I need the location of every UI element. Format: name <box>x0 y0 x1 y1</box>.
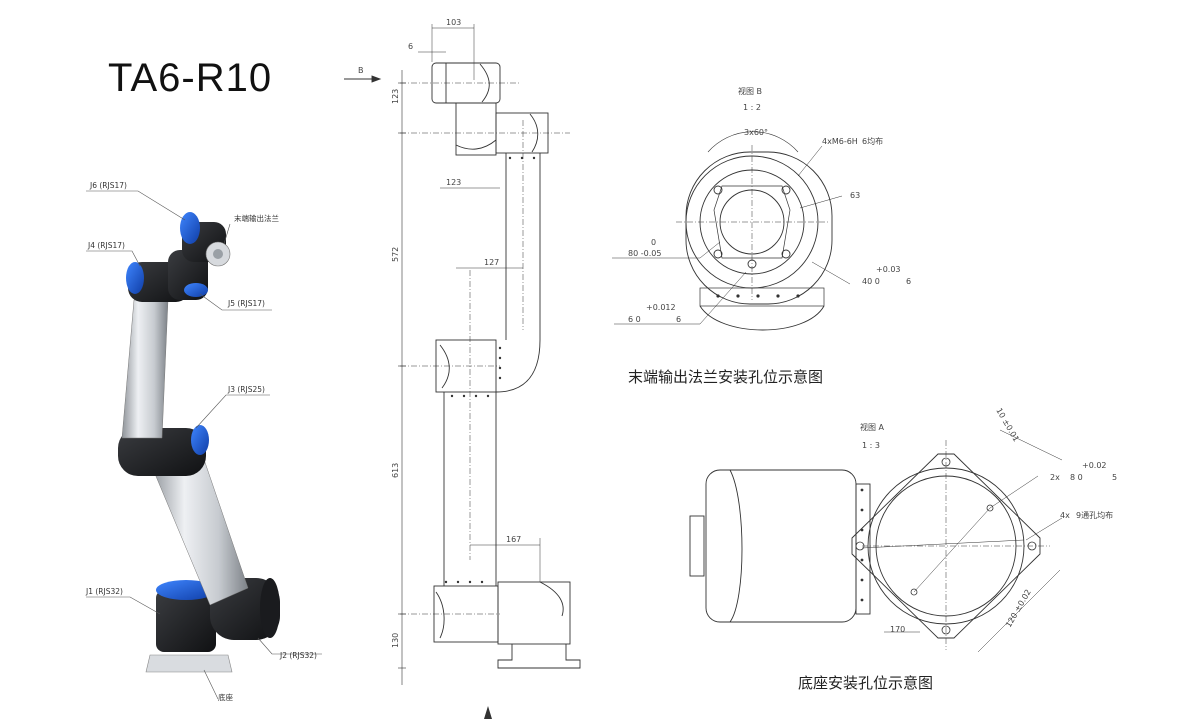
flange-bolt-dots <box>716 294 800 298</box>
flange-d40-tol: +0.03 <box>876 265 901 274</box>
base-pin-tol: +0.02 <box>1082 461 1107 470</box>
base-dim-120: 120 ±0.02 <box>1004 588 1033 629</box>
label-flange: 末端输出法兰 <box>234 213 279 223</box>
dim-6: 6 <box>408 42 413 51</box>
side-view-bolt-dots <box>444 156 536 584</box>
flange-holes-depth: 6均布 <box>862 136 883 146</box>
base-bolt-dots <box>860 488 864 602</box>
label-j5: J5 (RJS17) <box>227 299 265 308</box>
base-d170: 170 <box>890 625 905 634</box>
flange-view-scale: 1 : 2 <box>743 103 761 112</box>
robot-arm-illustration <box>118 212 280 673</box>
side-arrow-b: B <box>358 66 364 75</box>
base-caption: 底座安装孔位示意图 <box>798 674 933 692</box>
dim-127: 127 <box>484 258 499 267</box>
dim-123-horizontal: 123 <box>446 178 461 187</box>
label-j6: J6 (RJS17) <box>89 181 127 190</box>
dim-613: 613 <box>391 463 400 478</box>
flange-d6-tol: +0.012 <box>646 303 676 312</box>
base-dim-10: 10 ±0.01 <box>994 407 1020 444</box>
arm-callout-lines <box>86 190 322 700</box>
flange-d80-tol: 0 <box>651 238 656 247</box>
base-pin-d: 8 0 <box>1070 473 1083 482</box>
side-view-drawing <box>344 24 581 685</box>
bottom-arrow-icon <box>484 706 492 719</box>
base-holes-count: 4x <box>1060 511 1070 520</box>
label-j3: J3 (RJS25) <box>227 385 265 394</box>
model-title: TA6-R10 <box>108 56 273 100</box>
flange-angle: 3x60° <box>744 128 768 137</box>
dim-130: 130 <box>391 633 400 648</box>
flange-d6-depth: 6 <box>676 315 681 324</box>
dim-103: 103 <box>446 18 461 27</box>
dim-123-vertical: 123 <box>391 89 400 104</box>
base-view-label: 视图 A <box>860 422 885 432</box>
dim-167: 167 <box>506 535 521 544</box>
label-j4: J4 (RJS17) <box>87 241 125 250</box>
flange-d40: 40 0 <box>862 277 880 286</box>
base-view-scale: 1 : 3 <box>862 441 880 450</box>
label-j2: J2 (RJS32) <box>279 651 317 660</box>
flange-view-label: 视图 B <box>738 86 762 96</box>
flange-d40-depth: 6 <box>906 277 911 286</box>
flange-holes: 4xM6-6H <box>822 137 858 146</box>
base-holes-d: 9通孔均布 <box>1076 510 1113 520</box>
base-pin: 2x <box>1050 473 1060 482</box>
base-holes <box>855 457 1037 635</box>
base-pin-depth: 5 <box>1112 473 1117 482</box>
flange-d80: 80 -0.05 <box>628 249 661 258</box>
label-j1: J1 (RJS32) <box>85 587 123 596</box>
flange-d6: 6 0 <box>628 315 641 324</box>
flange-d63: 63 <box>850 191 860 200</box>
flange-caption: 末端输出法兰安装孔位示意图 <box>628 368 823 386</box>
dim-572: 572 <box>391 247 400 262</box>
label-base: 底座 <box>218 692 233 702</box>
base-view-drawing <box>689 429 1063 653</box>
flange-view-drawing <box>612 131 851 331</box>
